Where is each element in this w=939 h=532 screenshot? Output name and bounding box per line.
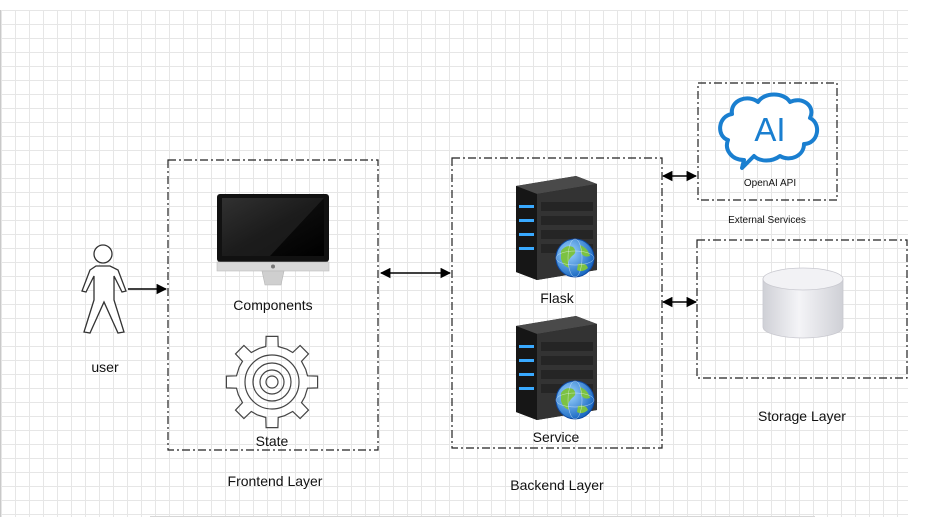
external-services-box [697, 82, 838, 201]
database-cylinder-icon [762, 267, 844, 339]
external-services-label: External Services [728, 215, 806, 226]
gear-icon [225, 335, 319, 429]
monitor-icon [216, 194, 330, 286]
service-label: Service [532, 429, 580, 445]
components-label: Components [233, 297, 313, 313]
flask-globe-icon [555, 238, 595, 278]
user-label: user [91, 359, 119, 375]
service-globe-icon [555, 380, 595, 420]
canvas-edge [150, 516, 815, 517]
flask-label: Flask [540, 290, 574, 306]
diagram-canvas [0, 10, 908, 517]
storage-layer-box [696, 239, 908, 379]
frontend-layer-label: Frontend Layer [227, 473, 323, 489]
backend-layer-label: Backend Layer [510, 477, 604, 493]
ai-bubble-icon: AI [718, 92, 820, 170]
frontend-layer-box [167, 159, 379, 451]
storage-layer-label: Storage Layer [758, 408, 846, 424]
ai-text: AI [754, 111, 785, 148]
user-icon [81, 244, 127, 334]
state-label: State [255, 433, 289, 449]
openai-api-label: OpenAI API [743, 178, 797, 189]
